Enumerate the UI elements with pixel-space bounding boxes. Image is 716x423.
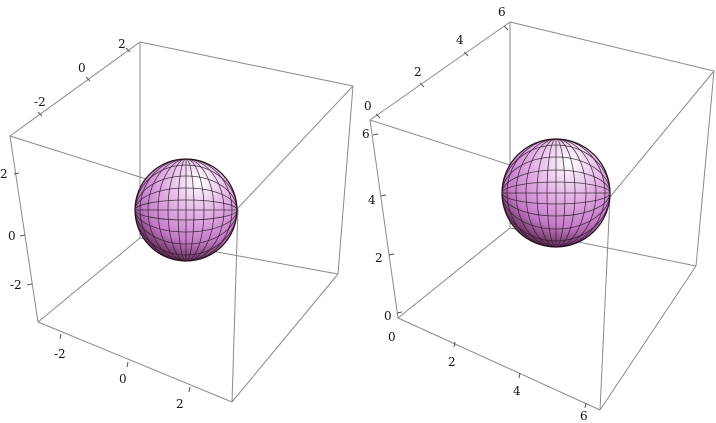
tick-label-top-2: 2 [414, 65, 422, 79]
tick-label-bottom-2: 0 [119, 372, 127, 386]
tick-label-top-1: 0 [364, 99, 372, 113]
plot-panel-left: -2 0 2 2 0 -2 -2 0 2 [0, 37, 354, 411]
sphere-surface [501, 138, 611, 248]
tick-label-bottom-3: 4 [513, 384, 521, 398]
tick-label-bottom-2: 2 [448, 355, 456, 369]
tick-label-left-2: 0 [8, 229, 16, 243]
tick-label-top-1: -2 [34, 95, 46, 109]
tick-label-left-4: 0 [384, 309, 392, 323]
tick-label-bottom-3: 2 [176, 397, 184, 411]
tick-label-top-3: 2 [118, 37, 126, 51]
tick-marks-left [13, 47, 191, 393]
sphere-surface [134, 158, 238, 262]
tick-label-bottom-1: -2 [54, 347, 66, 361]
box-front-edges [9, 41, 354, 403]
tick-label-bottom-4: 6 [580, 409, 588, 423]
tick-label-bottom-1: 0 [388, 330, 396, 344]
plot-right-canvas: 0 2 4 6 6 4 2 0 0 2 4 6 [362, 5, 715, 423]
tick-label-left-3: 2 [375, 251, 383, 265]
tick-marks-right [372, 25, 587, 409]
tick-label-left-2: 4 [368, 193, 376, 207]
plot-panel-right: 0 2 4 6 6 4 2 0 0 2 4 6 [360, 0, 716, 423]
tick-label-left-1: 2 [0, 167, 8, 181]
tick-label-left-1: 6 [362, 127, 370, 141]
plot-left-canvas: -2 0 2 2 0 -2 -2 0 2 [0, 37, 354, 411]
tick-label-left-3: -2 [10, 278, 22, 292]
tick-label-top-2: 0 [78, 61, 86, 75]
tick-label-top-4: 6 [498, 5, 506, 19]
tick-label-top-3: 4 [456, 33, 464, 47]
